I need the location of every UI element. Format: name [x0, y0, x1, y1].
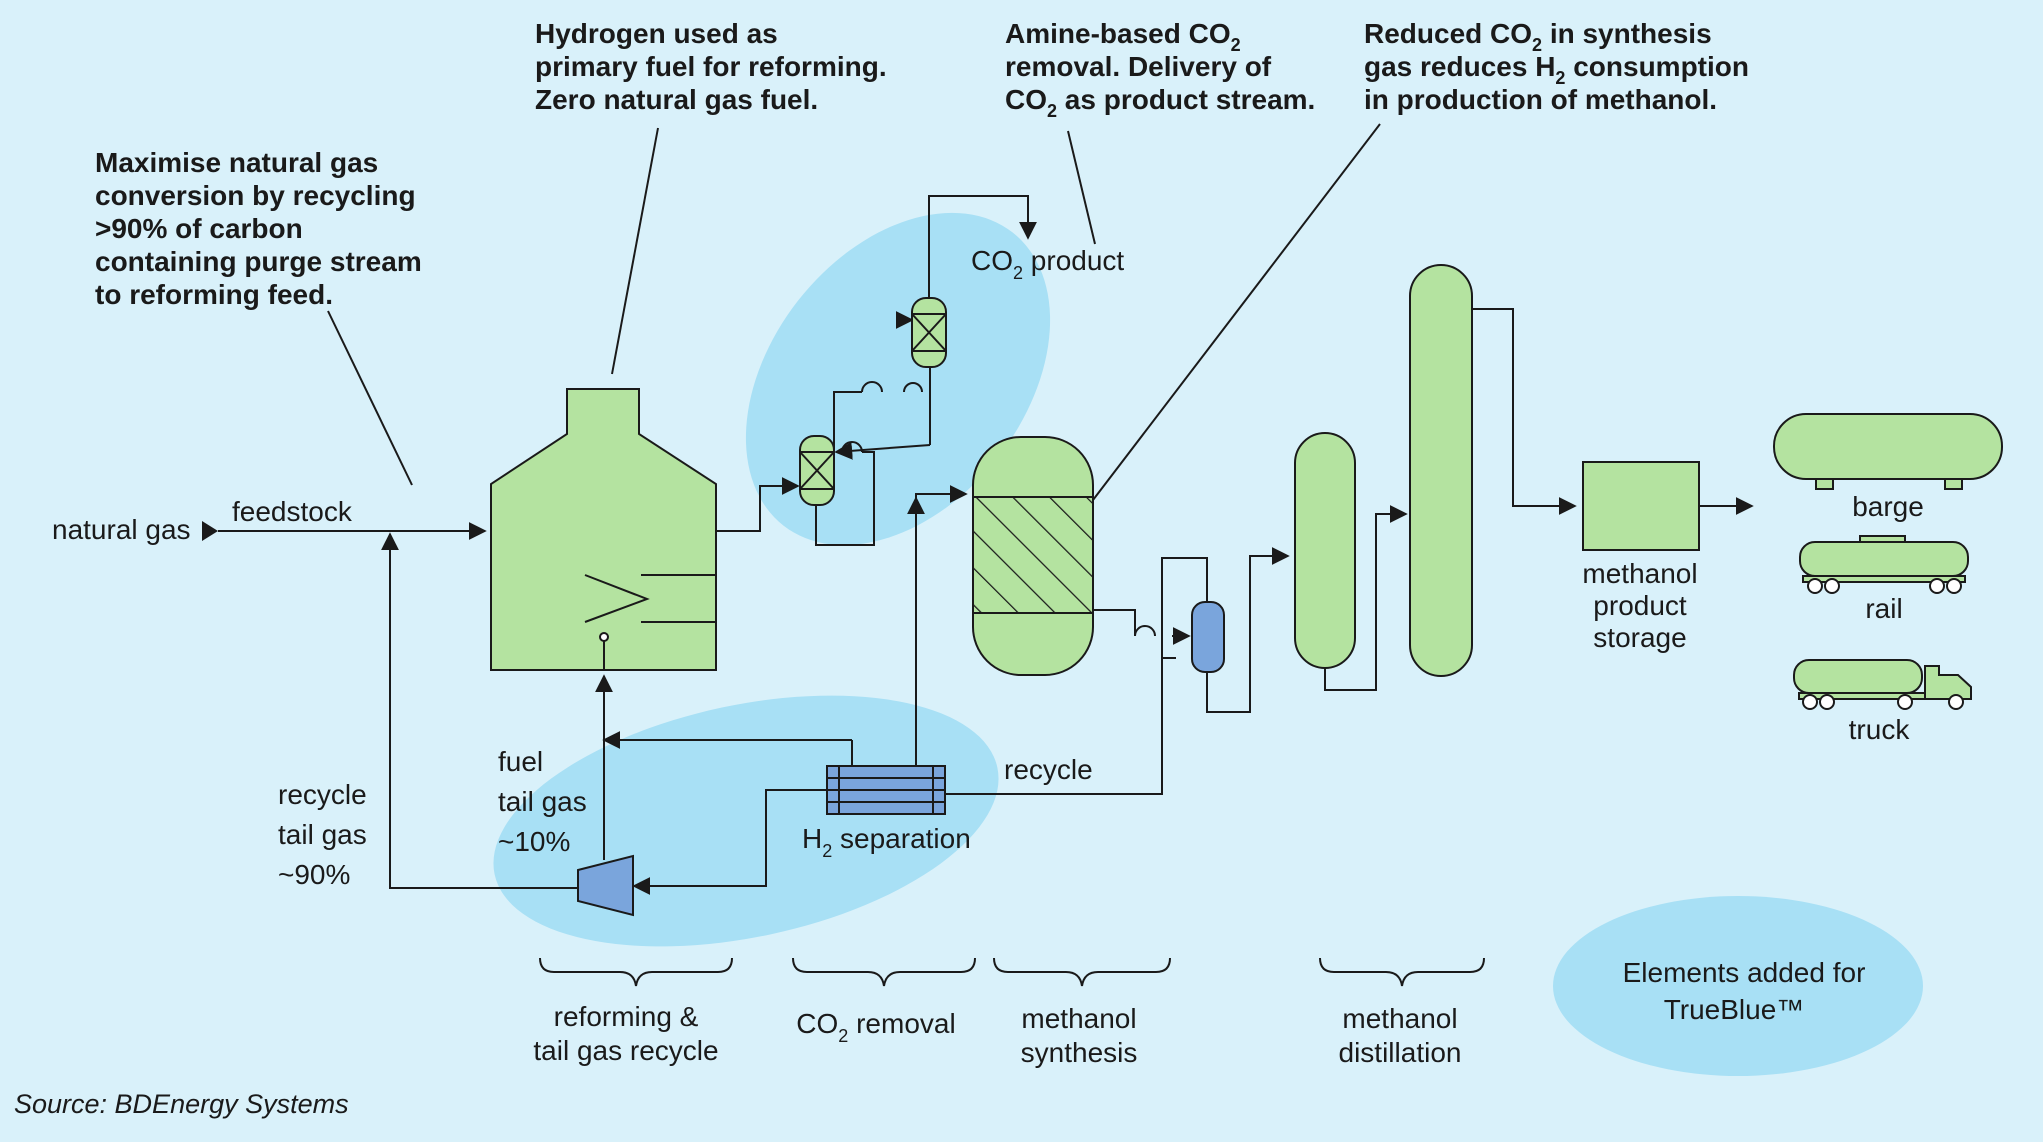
- source-credit: Source: BDEnergy Systems: [14, 1089, 349, 1119]
- co2-product-label: CO2 product: [971, 245, 1124, 283]
- note4-line-3: in production of methanol.: [1364, 84, 1717, 115]
- legend-swatch: [1553, 896, 1923, 1076]
- distillation-column-2: [1409, 264, 1473, 677]
- note2-line-2: primary fuel for reforming.: [535, 51, 887, 82]
- burner-icon: [599, 632, 609, 642]
- co2-product-line: [928, 195, 1037, 298]
- brace-synthesis: [993, 957, 1171, 987]
- stripper-bed-x2: [911, 313, 947, 352]
- note4-line-1: Reduced CO2 in synthesis: [1364, 18, 1712, 55]
- flash-drum: [1191, 601, 1225, 673]
- tail-gas-to-compressor-line: [632, 789, 827, 895]
- recycle-to-flash-line: [1161, 557, 1208, 658]
- reformer-coil: [584, 574, 650, 623]
- note1-line-3: >90% of carbon: [95, 213, 303, 244]
- product-to-storage-line: [1472, 308, 1577, 515]
- barge-icon: [1773, 413, 2003, 490]
- storage-label-2: product: [1593, 590, 1687, 621]
- column1-bottoms-line: [1324, 505, 1408, 691]
- brace-distillation: [1319, 957, 1485, 987]
- section-distillation-1: methanol: [1342, 1003, 1457, 1034]
- fuel-tail-gas-label-3: ~10%: [498, 826, 570, 857]
- note1-line-5: to reforming feed.: [95, 279, 333, 310]
- reformer: [490, 388, 717, 671]
- note1-line-2: conversion by recycling: [95, 180, 416, 211]
- note1-line-4: containing purge stream: [95, 246, 422, 277]
- rail-label: rail: [1865, 593, 1902, 624]
- h2-separation-label: H2 separation: [802, 823, 971, 861]
- recycle-tail-gas-label-3: ~90%: [278, 859, 350, 890]
- fuel-tail-gas-label-1: fuel: [498, 746, 543, 777]
- note4-leader: [1092, 123, 1381, 501]
- legend-line-2: TrueBlue™: [1664, 994, 1805, 1025]
- legend-line-1: Elements added for: [1623, 957, 1866, 988]
- note2-line-3: Zero natural gas fuel.: [535, 84, 818, 115]
- recycle-label: recycle: [1004, 754, 1093, 785]
- storage-label-3: storage: [1593, 622, 1686, 653]
- stripper-feed-crossovers: [861, 381, 923, 393]
- reactor-outlet-line: [1093, 609, 1136, 636]
- section-co2-removal: CO2 removal: [796, 1008, 955, 1046]
- recycle-line: [945, 657, 1176, 795]
- reactor-catalyst-bed: [972, 496, 1094, 614]
- rail-car-icon: [1799, 535, 1969, 594]
- recycle-tail-gas-line: [381, 532, 578, 889]
- reforming-highlight: [493, 695, 999, 947]
- note3-line-3: CO2 as product stream.: [1005, 84, 1315, 121]
- absorber-bed-x2: [799, 451, 835, 490]
- methanol-storage-tank: [1582, 461, 1700, 551]
- truck-label: truck: [1849, 714, 1911, 745]
- tanker-truck-icon: [1793, 659, 1972, 710]
- note3-line-2: removal. Delivery of: [1005, 51, 1272, 82]
- note1-line-1: Maximise natural gas: [95, 147, 378, 178]
- flash-liquid-line: [1206, 547, 1290, 713]
- feedstock-label: feedstock: [232, 496, 353, 527]
- section-synthesis-1: methanol: [1021, 1003, 1136, 1034]
- note3-line-1: Amine-based CO2: [1005, 18, 1241, 55]
- storage-label-1: methanol: [1582, 558, 1697, 589]
- section-reforming-2: tail gas recycle: [533, 1035, 718, 1066]
- reformer-outlet-line: [716, 477, 800, 532]
- reactor-outlet-crossover: [1134, 625, 1156, 637]
- section-distillation-2: distillation: [1339, 1037, 1462, 1068]
- absorber-loop: [815, 451, 875, 546]
- stripper-return-line: [834, 441, 931, 460]
- tail-gas-compressor: [577, 854, 634, 917]
- recycle-tail-gas-label-1: recycle: [278, 779, 367, 810]
- note2-leader: [611, 127, 659, 375]
- fuel-tail-gas-label-2: tail gas: [498, 786, 587, 817]
- recycle-tail-gas-label-2: tail gas: [278, 819, 367, 850]
- brace-co2-removal: [792, 957, 976, 987]
- note3-leader: [1067, 130, 1096, 245]
- feed-inlet-arrow: [202, 521, 218, 541]
- synthesis-feed-line: [915, 485, 968, 503]
- note4-line-2: gas reduces H2 consumption: [1364, 51, 1749, 88]
- brace-reforming: [539, 957, 733, 987]
- distillation-column-1: [1294, 432, 1356, 669]
- section-reforming-1: reforming &: [554, 1001, 699, 1032]
- note2-line-1: Hydrogen used as: [535, 18, 778, 49]
- note1-leader: [327, 310, 413, 486]
- natural-gas-label: natural gas: [52, 514, 191, 545]
- barge-label: barge: [1852, 491, 1924, 522]
- section-synthesis-2: synthesis: [1021, 1037, 1138, 1068]
